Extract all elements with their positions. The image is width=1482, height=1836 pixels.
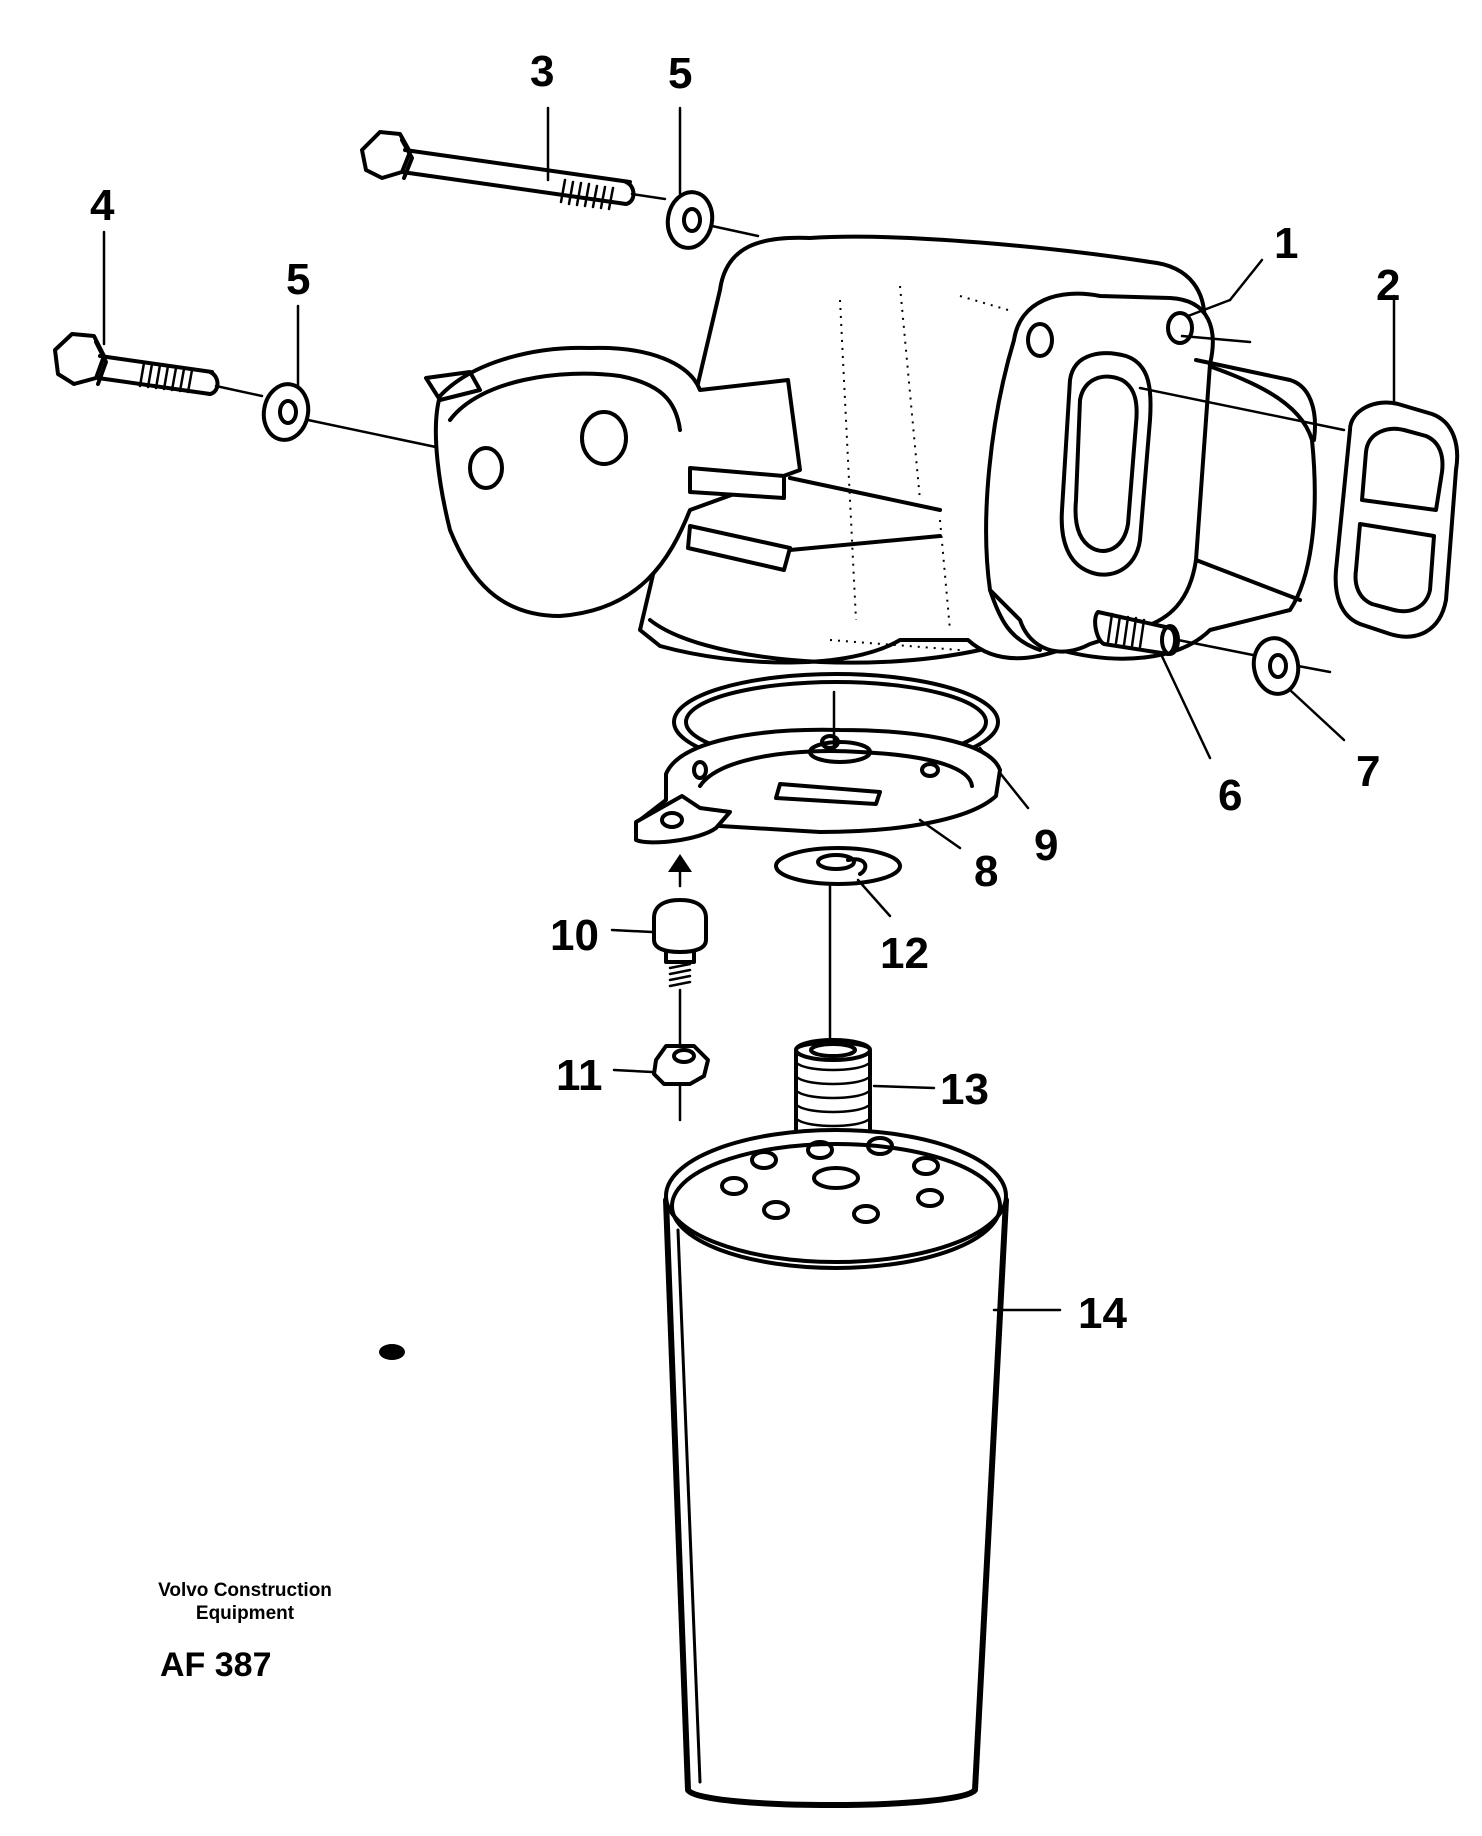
callout-12: 12 <box>880 929 929 978</box>
part-10-plug <box>610 854 708 1046</box>
leader-11 <box>612 1068 654 1074</box>
callout-3: 3 <box>530 47 554 96</box>
part-4-bolt <box>53 230 264 398</box>
callout-11: 11 <box>556 1051 603 1100</box>
leader-1 <box>1186 298 1232 318</box>
leader-12 <box>856 878 892 918</box>
callout-4: 4 <box>90 181 115 230</box>
arrow-up-icon <box>668 854 692 872</box>
manufacturer-line-2: Equipment <box>195 1603 295 1624</box>
part-5-washer-upper <box>665 106 760 250</box>
part-11-nut <box>612 1044 710 1122</box>
callout-5-left: 5 <box>286 255 310 304</box>
part-8-adapter-plate <box>634 690 1002 850</box>
part-6-stud <box>1093 610 1260 760</box>
callout-1: 1 <box>1274 219 1298 268</box>
leader-7 <box>1288 688 1346 742</box>
part-2-gasket <box>1138 294 1460 639</box>
part-5-washer-left <box>261 304 452 452</box>
leader-6 <box>1158 650 1212 760</box>
callout-7: 7 <box>1356 747 1380 796</box>
leader-13 <box>872 1084 936 1090</box>
part-1-filter-housing <box>424 234 1317 665</box>
callout-10: 10 <box>550 911 599 960</box>
part-7-washer <box>1251 636 1346 742</box>
manufacturer-line-1: Volvo Construction <box>158 1580 332 1601</box>
leader-8 <box>918 818 962 850</box>
callout-14: 14 <box>1078 1289 1127 1338</box>
callout-2: 2 <box>1376 261 1400 310</box>
part-12-washer <box>774 846 902 1042</box>
figure-id: AF 387 <box>160 1646 272 1684</box>
part-3-long-bolt <box>360 106 667 211</box>
part-14-filter-cartridge <box>663 1128 1062 1808</box>
ink-speck <box>379 1344 405 1360</box>
callout-6: 6 <box>1218 771 1242 820</box>
callout-9: 9 <box>1034 821 1058 870</box>
callout-5-upper: 5 <box>668 49 692 98</box>
leader-10 <box>610 928 654 934</box>
callout-13: 13 <box>940 1065 989 1114</box>
callout-8: 8 <box>974 847 998 896</box>
